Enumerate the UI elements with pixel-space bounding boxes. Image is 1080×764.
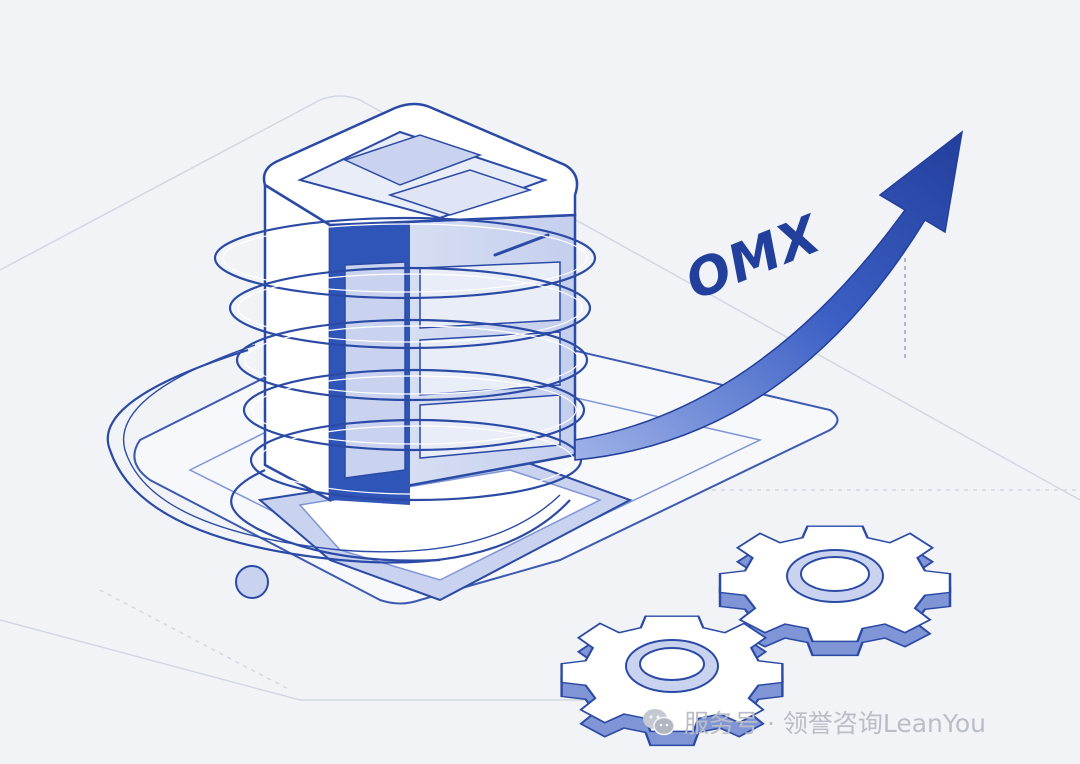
wechat-icon <box>643 709 675 736</box>
watermark-text: 服务号 · 领誉咨询LeanYou <box>684 709 986 738</box>
watermark: 服务号 · 领誉咨询LeanYou <box>642 700 986 744</box>
omx-label: OMX <box>678 204 831 312</box>
connector-dot <box>235 565 269 599</box>
server-cube <box>262 102 579 505</box>
growth-arrow <box>574 130 964 461</box>
gear-large-icon <box>718 525 952 657</box>
background-platform <box>0 95 1080 701</box>
gear-small-icon <box>560 615 784 747</box>
